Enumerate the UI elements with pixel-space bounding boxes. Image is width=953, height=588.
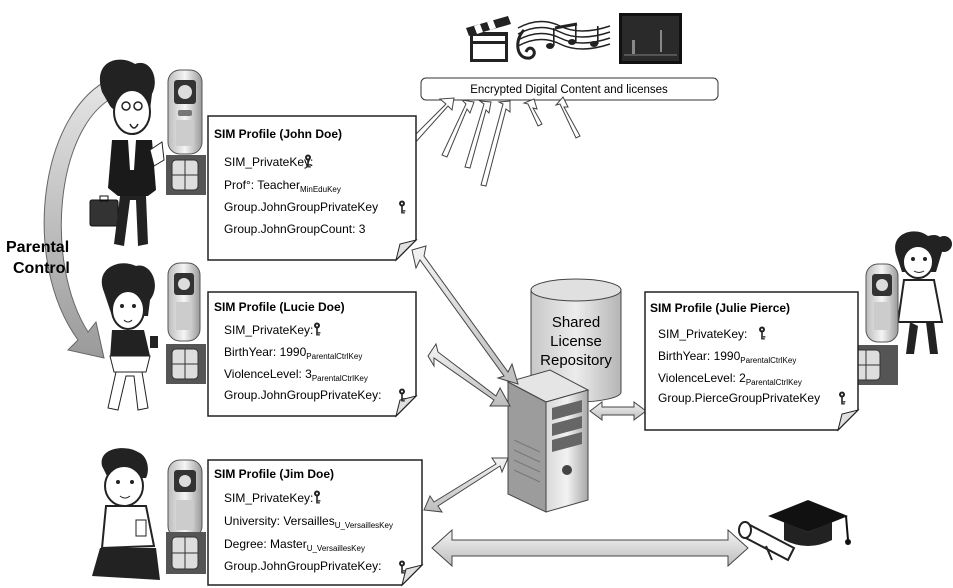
repository-label-line3: Repository — [540, 352, 612, 369]
lucie-phone-icon — [167, 262, 201, 342]
license-server-icon — [506, 369, 590, 513]
jim-sim-card-icon — [166, 532, 206, 574]
parental-control-arrow — [43, 77, 113, 359]
repository-label-line2: License — [550, 333, 602, 350]
julie-phone-icon — [865, 263, 899, 343]
repository-label-line1: Shared — [552, 314, 600, 331]
profile-lucie-line3: ViolenceLevel: 3ParentalCtrlKey — [224, 367, 368, 383]
distribution-arrows — [409, 96, 581, 187]
parental-control-line1: Parental — [6, 239, 69, 256]
encrypted-content-banner — [420, 77, 719, 101]
clapperboard-icon — [466, 16, 511, 62]
profile-john-title: SIM Profile (John Doe) — [214, 127, 342, 141]
john-phone-icon — [167, 69, 203, 155]
lucie-character-illustration — [101, 263, 158, 411]
profile-card-jim: SIM Profile (Jim Doe) SIM_PrivateKey: Un… — [207, 459, 424, 587]
profile-john-line1: SIM_PrivateKey: — [224, 155, 313, 169]
profile-julie-line3: ViolenceLevel: 2ParentalCtrlKey — [658, 371, 802, 387]
profile-lucie-line1: SIM_PrivateKey: — [224, 323, 313, 337]
banner-label: Encrypted Digital Content and licenses — [470, 84, 668, 96]
connection-arrows — [411, 245, 749, 568]
profile-jim-line1: SIM_PrivateKey: — [224, 491, 313, 505]
jim-phone-icon — [167, 459, 203, 539]
profile-jim-line2: University: VersaillesU_VersaillesKey — [224, 514, 393, 530]
video-screen-icon — [619, 13, 682, 64]
profile-card-lucie: SIM Profile (Lucie Doe) SIM_PrivateKey: … — [207, 291, 418, 418]
profile-lucie-line2: BirthYear: 1990ParentalCtrlKey — [224, 345, 362, 361]
julie-character-illustration — [895, 231, 952, 354]
profile-lucie-line4: Group.JohnGroupPrivateKey: — [224, 388, 381, 402]
profile-lucie-title: SIM Profile (Lucie Doe) — [214, 300, 345, 314]
john-sim-card-icon — [166, 155, 206, 195]
graduation-cap-diploma-icon — [738, 500, 851, 562]
parental-control-line2: Control — [13, 260, 70, 277]
profile-jim-line4: Group.JohnGroupPrivateKey: — [224, 559, 381, 573]
profile-jim-line3: Degree: MasterU_VersaillesKey — [224, 537, 365, 553]
lucie-sim-card-icon — [166, 344, 206, 384]
music-notes-icon — [516, 20, 611, 60]
profile-julie-line2: BirthYear: 1990ParentalCtrlKey — [658, 349, 796, 365]
profile-card-julie: SIM Profile (Julie Pierce) SIM_PrivateKe… — [644, 291, 860, 432]
profile-jim-title: SIM Profile (Jim Doe) — [214, 467, 334, 481]
profile-julie-title: SIM Profile (Julie Pierce) — [650, 301, 790, 315]
profile-julie-line4: Group.PierceGroupPrivateKey — [658, 391, 820, 405]
profile-card-john: SIM Profile (John Doe) SIM_PrivateKey: P… — [207, 115, 418, 262]
jim-character-illustration — [92, 448, 160, 580]
john-character-illustration — [89, 59, 165, 246]
profile-john-line3: Group.JohnGroupPrivateKey — [224, 200, 378, 214]
profile-john-line4: Group.JohnGroupCount: 3 — [224, 222, 366, 236]
profile-john-line2: Prof°: TeacherMinEduKey — [224, 178, 341, 194]
profile-julie-line1: SIM_PrivateKey: — [658, 327, 747, 341]
